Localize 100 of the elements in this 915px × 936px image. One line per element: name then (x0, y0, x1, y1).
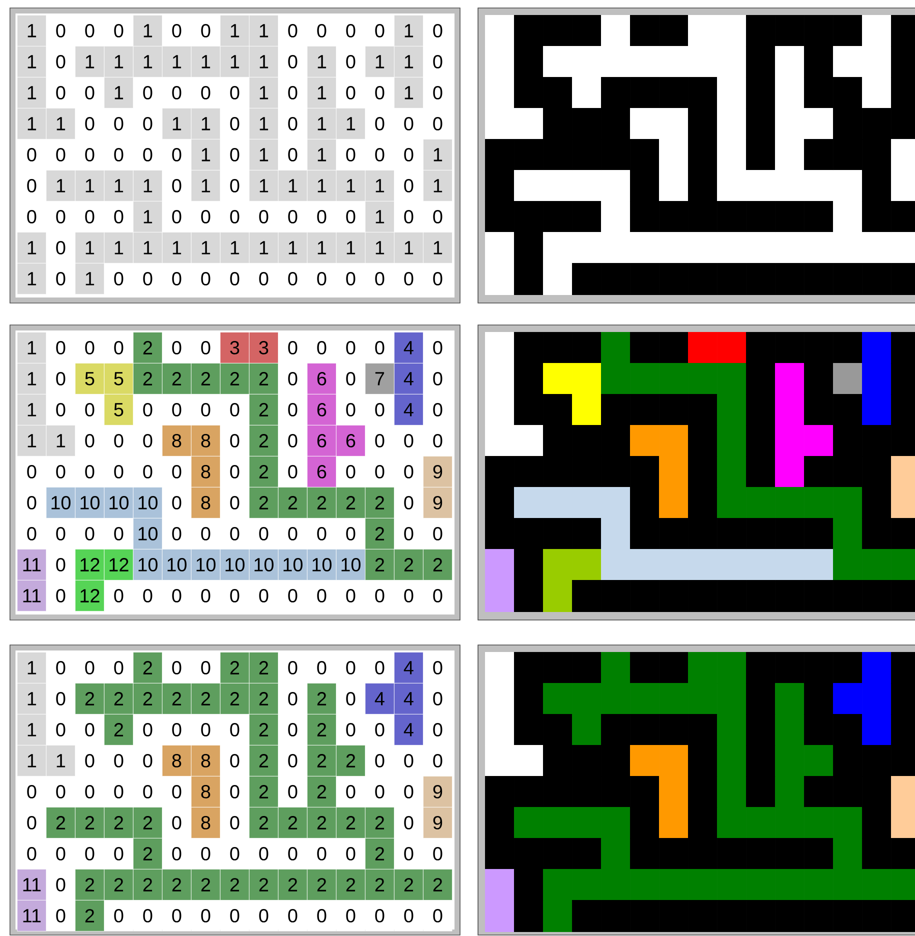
table-cell: 0 (365, 652, 394, 684)
table-cell: 10 (133, 549, 162, 580)
table-cell: 1 (191, 46, 220, 78)
table-cell: 0 (220, 714, 250, 746)
table-cell: 0 (220, 900, 250, 932)
table-cell: 1 (17, 332, 46, 364)
table-cell: 2 (191, 363, 220, 394)
table-cell: 0 (104, 108, 134, 140)
table-cell: 0 (220, 807, 250, 838)
table-cell: 0 (278, 394, 308, 426)
table-cell: 0 (336, 46, 366, 78)
table-cell: 0 (307, 838, 336, 870)
table-cell: 0 (423, 15, 452, 46)
table-cell: 2 (104, 807, 134, 838)
table-cell: 0 (423, 263, 452, 294)
table-cell: 0 (104, 201, 134, 232)
table-cell: 2 (104, 869, 134, 900)
table-cell: 0 (104, 745, 134, 776)
table-cell: 1 (133, 170, 162, 202)
table-cell: 0 (46, 518, 76, 550)
table-cell: 1 (104, 232, 134, 264)
table-cell: 1 (423, 139, 452, 170)
table-cell: 2 (336, 487, 366, 518)
table-cell: 12 (104, 549, 134, 580)
table-cell: 2 (336, 807, 366, 838)
table-cell: 1 (278, 170, 308, 202)
table-cell: 0 (423, 394, 452, 426)
table-cell: 9 (423, 776, 452, 808)
table-cell: 0 (394, 487, 424, 518)
table-cell: 0 (17, 518, 46, 550)
table-cell: 0 (46, 652, 76, 684)
table-cell: 0 (191, 652, 220, 684)
table-cell: 0 (46, 580, 76, 612)
table-cell: 1 (17, 425, 46, 456)
table-cell: 1 (104, 46, 134, 78)
table-cell: 0 (133, 77, 162, 108)
table-cell: 0 (46, 363, 76, 394)
table-cell: 1 (17, 683, 46, 714)
table-cell: 10 (162, 549, 192, 580)
table-cell: 0 (336, 15, 366, 46)
table-cell: 3 (220, 332, 250, 364)
table-cell: 0 (104, 518, 134, 550)
table-cell: 0 (336, 714, 366, 746)
table-cell: 0 (162, 518, 192, 550)
table-cell: 2 (104, 714, 134, 746)
table-cell: 8 (162, 425, 192, 456)
table-cell: 0 (278, 139, 308, 170)
table-cell: 2 (249, 363, 278, 394)
table-cell: 0 (394, 139, 424, 170)
table-cell: 0 (365, 714, 394, 746)
table-cell: 2 (162, 869, 192, 900)
table-cell: 6 (307, 456, 336, 488)
table-cell: 10 (220, 549, 250, 580)
table-cell: 0 (75, 108, 104, 140)
table-cell: 0 (220, 263, 250, 294)
table-cell: 0 (191, 838, 220, 870)
table-cell: 1 (365, 170, 394, 202)
table-cell: 1 (249, 46, 278, 78)
table-cell: 0 (133, 394, 162, 426)
table-cell: 10 (191, 549, 220, 580)
table-cell: 4 (394, 714, 424, 746)
table-cell: 2 (307, 776, 336, 808)
table-cell: 0 (17, 487, 46, 518)
table-cell: 1 (365, 201, 394, 232)
table-cell: 11 (17, 580, 46, 612)
table-cell: 0 (17, 170, 46, 202)
table-cell: 0 (278, 263, 308, 294)
table-cell: 1 (336, 232, 366, 264)
table-cell: 2 (249, 456, 278, 488)
table-cell: 2 (249, 652, 278, 684)
table-cell: 0 (133, 108, 162, 140)
table-cell: 8 (191, 425, 220, 456)
table-cell: 0 (133, 263, 162, 294)
table-cell: 0 (336, 332, 366, 364)
table-cell: 2 (307, 683, 336, 714)
table-cell: 0 (278, 683, 308, 714)
table-cell: 0 (336, 518, 366, 550)
table-cell: 0 (191, 201, 220, 232)
table-cell: 4 (394, 683, 424, 714)
table-cell: 2 (278, 869, 308, 900)
table-cell: 0 (278, 776, 308, 808)
table-cell: 0 (278, 108, 308, 140)
table-cell: 0 (365, 139, 394, 170)
table-cell: 1 (17, 363, 46, 394)
table-cell: 0 (104, 15, 134, 46)
table-cell: 2 (307, 714, 336, 746)
table-cell: 10 (307, 549, 336, 580)
table-cell: 0 (394, 745, 424, 776)
table-cell: 0 (278, 46, 308, 78)
table-cell: 0 (104, 652, 134, 684)
table-cell: 2 (307, 745, 336, 776)
table-cell: 1 (75, 263, 104, 294)
table-cell: 0 (220, 487, 250, 518)
table-cell: 0 (75, 652, 104, 684)
table-cell: 0 (365, 108, 394, 140)
table-cell: 1 (249, 77, 278, 108)
table-cell: 0 (46, 201, 76, 232)
table-cell: 1 (423, 170, 452, 202)
table-cell: 0 (162, 580, 192, 612)
table-cell: 7 (365, 363, 394, 394)
